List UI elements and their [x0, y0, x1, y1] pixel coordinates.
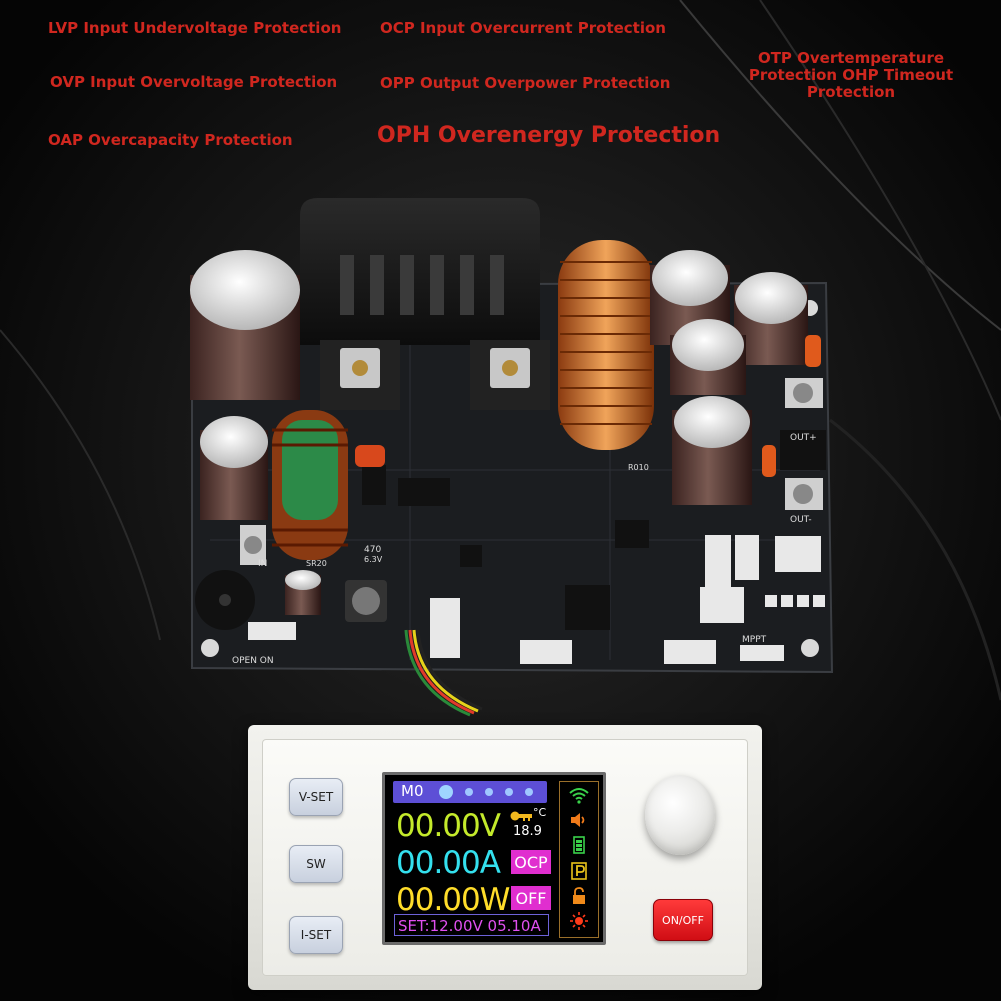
label-ocp: OCP Input Overcurrent Protection	[380, 19, 666, 37]
board-cap-label: 470	[364, 545, 381, 555]
memory-dot-icon	[505, 788, 513, 796]
sun-icon	[570, 912, 588, 930]
lock-icon	[573, 887, 585, 904]
power-readout: 00.00W	[396, 882, 510, 918]
wifi-icon	[569, 788, 589, 804]
capacitors	[190, 250, 808, 615]
control-panel-module: V-SET SW I-SET M0 00.00V 00.00A 00.00W °…	[248, 725, 762, 990]
memory-dot-icon	[465, 788, 473, 796]
output-status-tag: OFF	[511, 886, 551, 910]
board-r010-label: R010	[628, 463, 649, 472]
temperature-box: °C 18.9	[509, 806, 547, 843]
temperature-readout: 18.9	[513, 824, 542, 839]
voltage-readout: 00.00V	[396, 808, 501, 844]
label-otp-line1: OTP Overtemperature	[757, 49, 945, 67]
chips	[195, 335, 826, 664]
copper-inductor	[558, 240, 654, 450]
memory-dot-icon	[485, 788, 493, 796]
mode-indicator: M0	[401, 782, 424, 800]
battery-icon	[573, 836, 585, 854]
iset-button[interactable]: I-SET	[289, 916, 343, 954]
board-cap-sub: 6.3V	[364, 555, 383, 564]
board-mppt-label: MPPT	[742, 635, 767, 645]
label-oph: OPH Overenergy Protection	[377, 123, 721, 148]
memory-dot-icon	[439, 785, 453, 799]
status-bar: M0	[393, 781, 547, 803]
board-sr-label: SR20	[306, 559, 327, 568]
label-otp: OTP Overtemperature Protection OHP Timeo…	[748, 50, 954, 101]
board-out-plus: OUT+	[790, 433, 817, 443]
label-opp: OPP Output Overpower Protection	[380, 74, 671, 92]
current-readout: 00.00A	[396, 845, 501, 881]
vset-button[interactable]: V-SET	[289, 778, 343, 816]
label-ovp: OVP Input Overvoltage Protection	[50, 73, 338, 91]
label-lvp: LVP Input Undervoltage Protection	[48, 19, 342, 37]
thermometer-icon	[510, 811, 532, 821]
temp-unit: °C	[533, 806, 547, 819]
status-icon-column	[559, 781, 599, 938]
heatsink	[300, 198, 550, 410]
board-open-label: OPEN ON	[232, 656, 274, 666]
setpoint-readout: SET:12.00V 05.10A	[394, 914, 549, 936]
ribbon-cable	[404, 629, 483, 717]
on-off-button[interactable]: ON/OFF	[653, 899, 713, 941]
green-toroid	[272, 410, 348, 560]
board-out-minus: OUT-	[790, 515, 812, 525]
sw-button[interactable]: SW	[289, 845, 343, 883]
label-otp-line3: Protection	[806, 83, 896, 101]
label-oap: OAP Overcapacity Protection	[48, 131, 293, 149]
parking-icon	[571, 862, 587, 880]
speaker-icon	[571, 813, 585, 827]
ocp-status-tag: OCP	[511, 850, 551, 874]
label-otp-line2: Protection OHP Timeout	[748, 66, 954, 84]
lcd-screen: M0 00.00V 00.00A 00.00W °C 18.9 OCP OFF …	[382, 772, 606, 945]
board-in-label: IN	[258, 559, 267, 569]
rotary-encoder-knob[interactable]	[645, 775, 715, 855]
memory-dot-icon	[525, 788, 533, 796]
